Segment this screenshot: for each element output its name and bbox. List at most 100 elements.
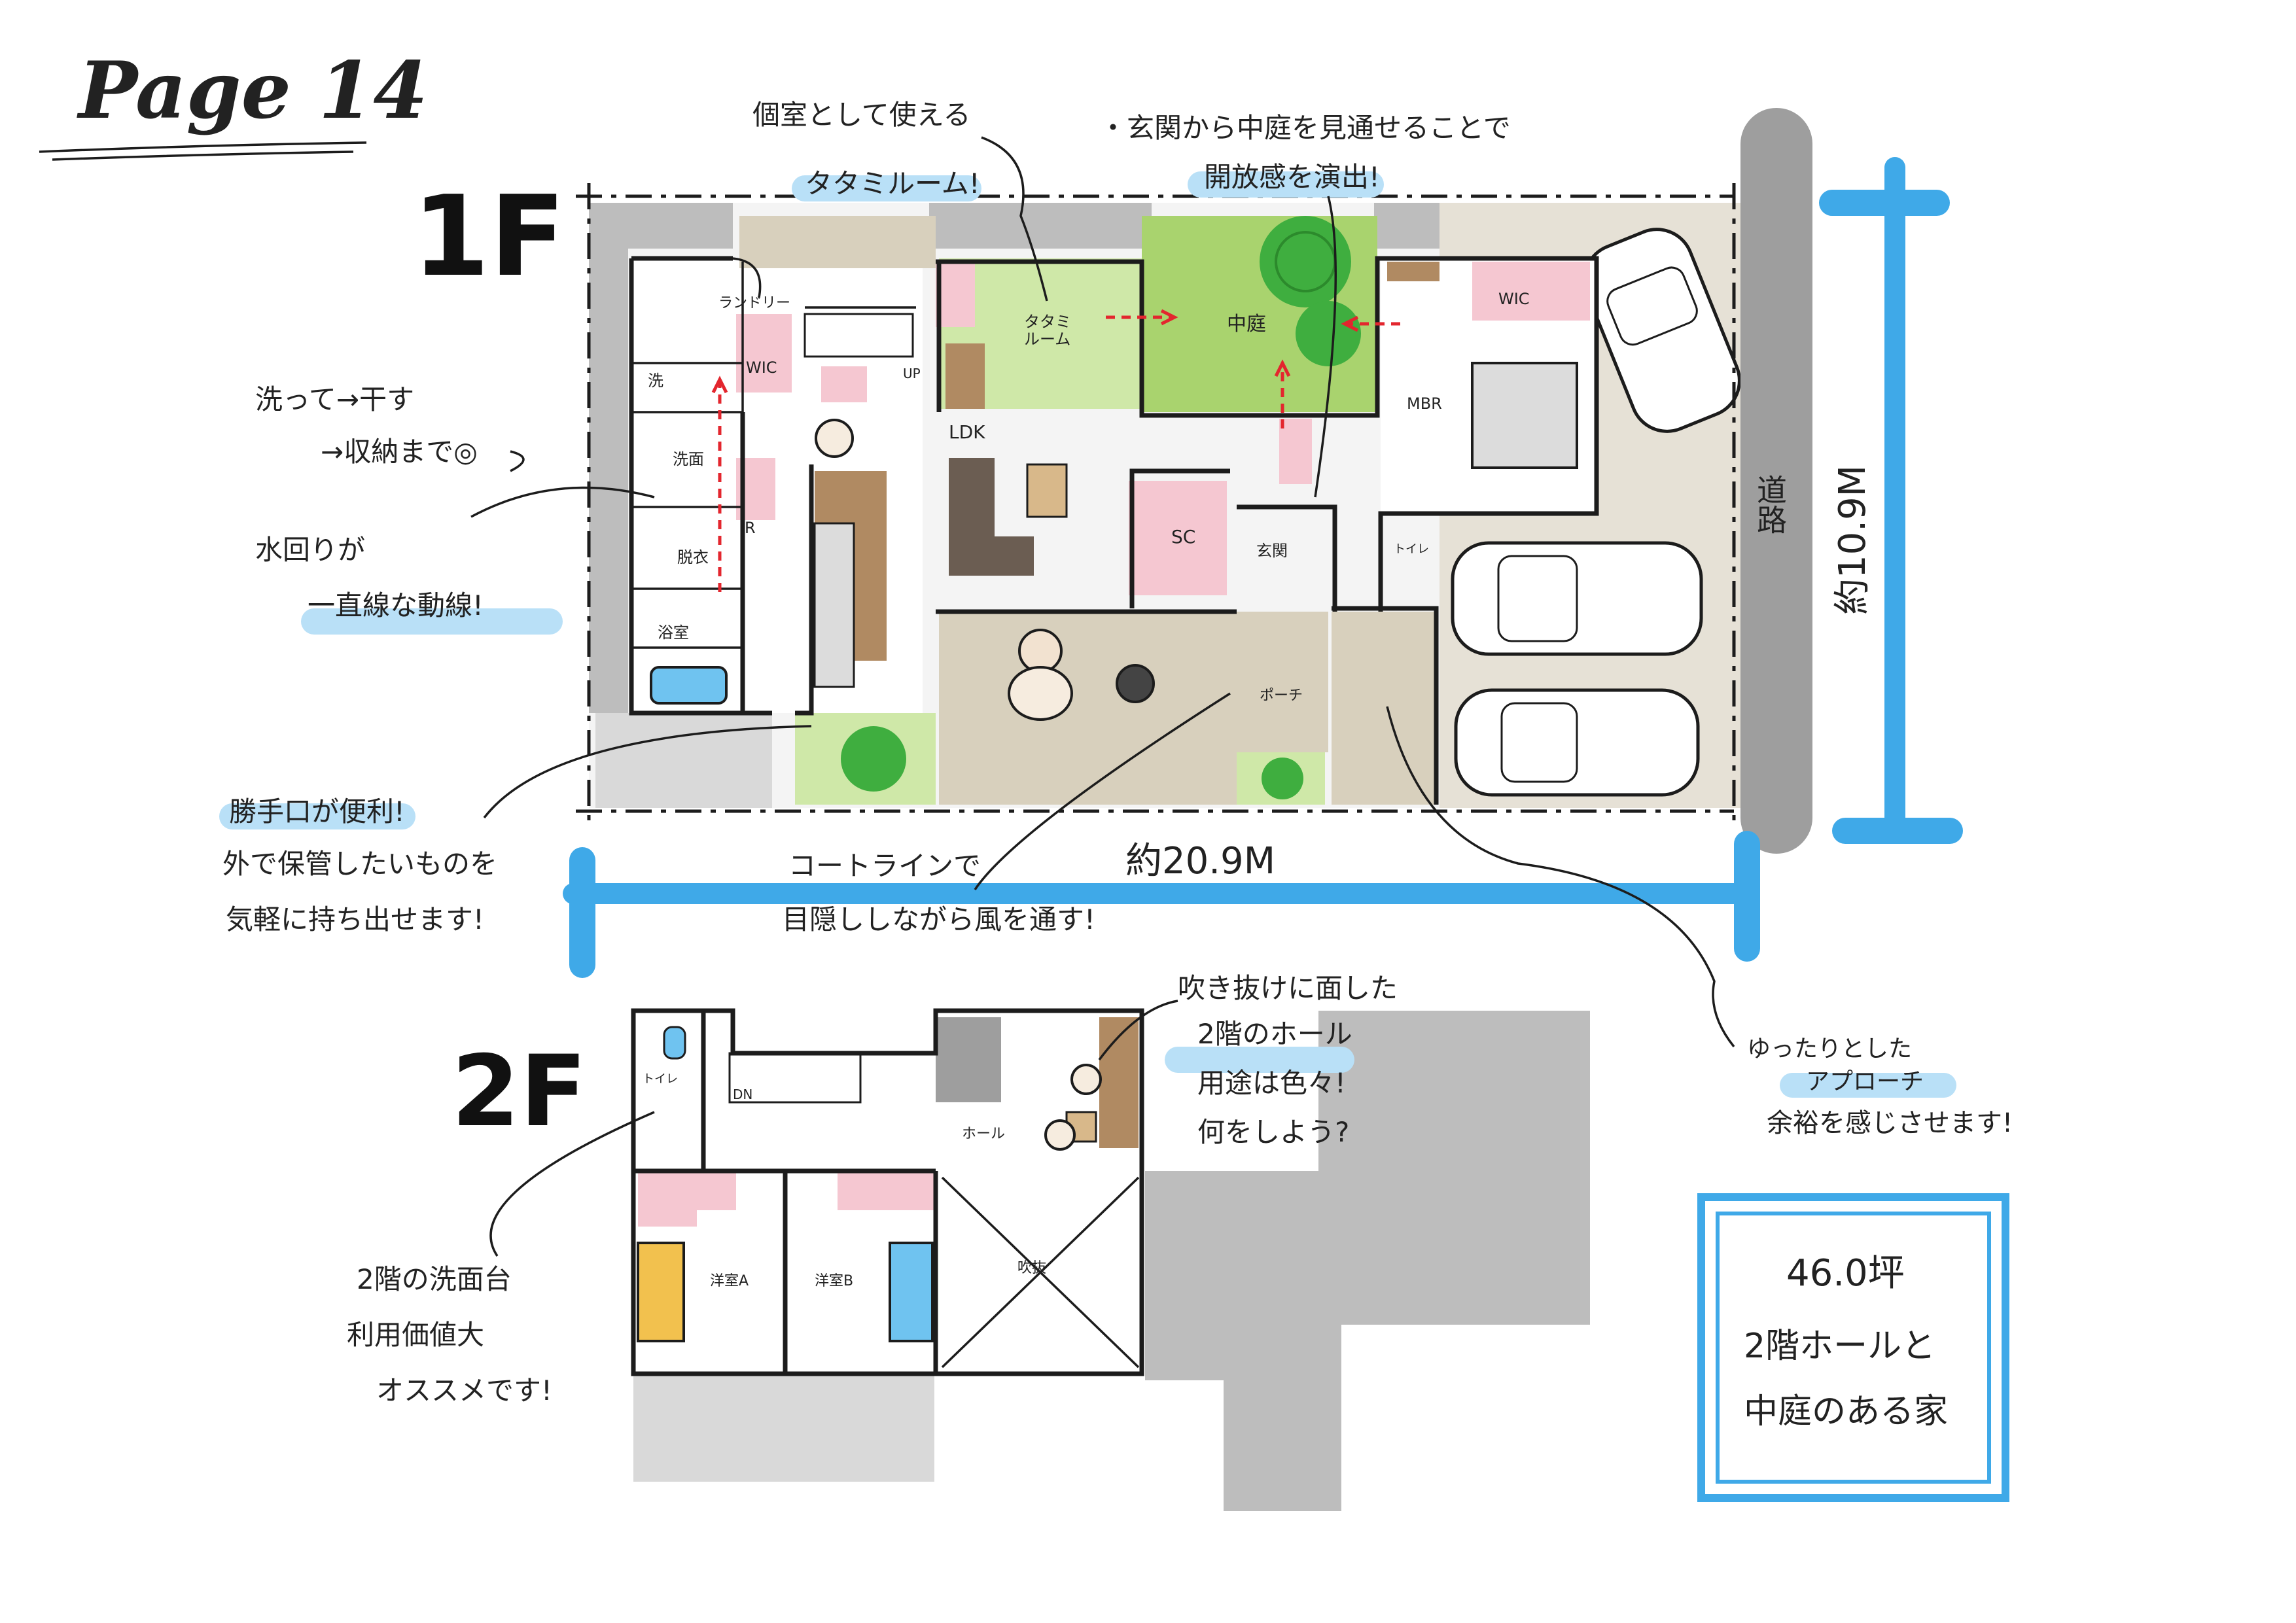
- callout-approach-1: ゆったりとした: [1747, 1036, 1912, 1062]
- page-title: Page 14: [77, 44, 428, 137]
- partition: [732, 257, 916, 412]
- car-icon: [1583, 228, 1741, 433]
- partition: [631, 362, 743, 649]
- callout-sink2f-3: オススメです!: [376, 1374, 552, 1406]
- void-cross: [941, 1176, 1140, 1369]
- room-label-entrance: 玄関: [1256, 542, 1288, 560]
- boundary-wall: [929, 203, 1152, 249]
- callout-kitchen-door-2: 外で保管したいものを: [222, 848, 497, 880]
- room-label-wic-right: WIC: [1498, 290, 1530, 308]
- wall: [631, 1008, 1144, 1376]
- road-label: 道路: [1752, 474, 1788, 534]
- callout-approach-2: アプローチ: [1806, 1068, 1924, 1095]
- callout-court-line-2: 目隠ししながら風を通す!: [782, 903, 1095, 935]
- porch: [1237, 612, 1328, 752]
- road: [1740, 108, 1812, 854]
- roof-area: [1145, 1171, 1341, 1380]
- room-labels-1f: ランドリー 洗 WIC UP タタミルーム 中庭 WIC MBR LDK 洗面 …: [648, 290, 1530, 704]
- callout-kitchen-door-1: 勝手口が便利!: [229, 795, 405, 828]
- person-icon: [1070, 1064, 1102, 1095]
- room-label-fridge: R: [745, 519, 756, 537]
- room-label-dressing: 脱衣: [677, 548, 709, 567]
- callout-courtyard-2: 開放感を演出!: [1204, 161, 1380, 193]
- width-dimension-line: [563, 883, 1760, 904]
- person-icon: [1018, 629, 1063, 673]
- leader-line: [974, 692, 1231, 890]
- roof-area: [1224, 1361, 1341, 1511]
- callout-laundry-1: 洗って→干す: [255, 383, 414, 415]
- tree-icon: [1296, 301, 1361, 366]
- shoe-closet: [1129, 481, 1227, 595]
- wic-right: [1472, 262, 1590, 321]
- callout-water-2: 一直線な動線!: [308, 589, 484, 621]
- balcony: [633, 1374, 934, 1482]
- depth-dimension: 約10.9M: [1831, 465, 1874, 615]
- room-label-tatami: タタミルーム: [1024, 313, 1071, 348]
- callout-courtyard-1: ・玄関から中庭を見通せることで: [1099, 112, 1511, 144]
- room-label-wash: 洗: [648, 372, 663, 390]
- callout-hall-3: 用途は色々!: [1197, 1067, 1346, 1099]
- person-icon: [1008, 666, 1073, 721]
- leader-line: [1098, 1000, 1178, 1061]
- wall: [936, 256, 1599, 805]
- depth-dimension-line: [1884, 157, 1905, 844]
- room-label-bath: 浴室: [658, 623, 689, 642]
- leader-line: [981, 136, 1048, 302]
- bed-icon: [889, 1242, 934, 1342]
- room-label-ldk: LDK: [949, 421, 985, 443]
- room-label-void: 吹抜: [1017, 1260, 1046, 1276]
- bed-icon: [637, 1242, 685, 1342]
- callout-sink2f-1: 2階の洗面台: [357, 1263, 512, 1295]
- approach: [1332, 612, 1436, 805]
- leader-line: [483, 725, 812, 819]
- room-label-laundry: ランドリー: [718, 295, 790, 311]
- callout-kitchen-door-3: 気軽に持ち出せます!: [226, 903, 484, 935]
- stair-1f: [804, 313, 914, 358]
- tree-icon: [1260, 216, 1351, 307]
- person-icon: [1044, 1119, 1076, 1151]
- stair-2f: [728, 1052, 862, 1104]
- wood-deck: [739, 216, 936, 268]
- storage: [1279, 419, 1312, 484]
- room-label-toilet-2f: トイレ: [643, 1072, 678, 1086]
- callout-laundry-2: →収納まで◎: [321, 436, 478, 468]
- leader-line: [470, 486, 655, 518]
- service-yard: [595, 713, 772, 808]
- coffee-table: [1026, 463, 1068, 518]
- callout-texts: 個室として使える タタミルーム! ・玄関から中庭を見通せることで 開放感を演出!…: [222, 99, 2013, 1406]
- callout-tatami-1: 個室として使える: [752, 99, 970, 131]
- room-label-sc: SC: [1171, 526, 1195, 548]
- stool-icon: [1116, 664, 1155, 703]
- storage: [936, 262, 975, 327]
- room-labels-2f: トイレ DN ホール 洋室A 洋室B 吹抜: [643, 1072, 1046, 1289]
- room-label-hall: ホール: [962, 1126, 1005, 1142]
- room-label-washroom: 洗面: [673, 450, 704, 468]
- callout-hall-4: 何をしよう?: [1197, 1116, 1349, 1148]
- room-label-toilet: トイレ: [1394, 542, 1429, 556]
- bed-icon: [1471, 362, 1578, 469]
- callout-court-line-1: コートラインで: [788, 850, 981, 882]
- boundary-wall: [589, 249, 628, 713]
- callout-hall-2: 2階のホール: [1197, 1018, 1352, 1050]
- car-icon: [1451, 541, 1703, 656]
- tree-icon: [841, 726, 906, 792]
- room-label-room-a: 洋室A: [710, 1273, 749, 1289]
- tree-icon: [1262, 758, 1303, 799]
- callout-sink2f-2: 利用価値大: [347, 1319, 484, 1351]
- room-label-room-b: 洋室B: [815, 1273, 853, 1289]
- leader-line: [510, 450, 525, 472]
- leader-line: [1386, 706, 1735, 1048]
- kitchen-sink: [813, 522, 855, 688]
- title-underline-2: [52, 150, 354, 161]
- terrace-deck: [939, 612, 1237, 805]
- storage: [638, 1171, 736, 1210]
- callout-approach-3: 余裕を感じさせます!: [1767, 1108, 2013, 1138]
- leader-line: [489, 1111, 655, 1257]
- title-underline: [39, 141, 367, 153]
- width-dimension: 約20.9M: [1125, 840, 1275, 882]
- summary-line3: 中庭のある家: [1744, 1392, 1948, 1431]
- room-label-down: DN: [733, 1087, 752, 1102]
- leader-line: [1314, 196, 1337, 498]
- storage: [736, 314, 792, 393]
